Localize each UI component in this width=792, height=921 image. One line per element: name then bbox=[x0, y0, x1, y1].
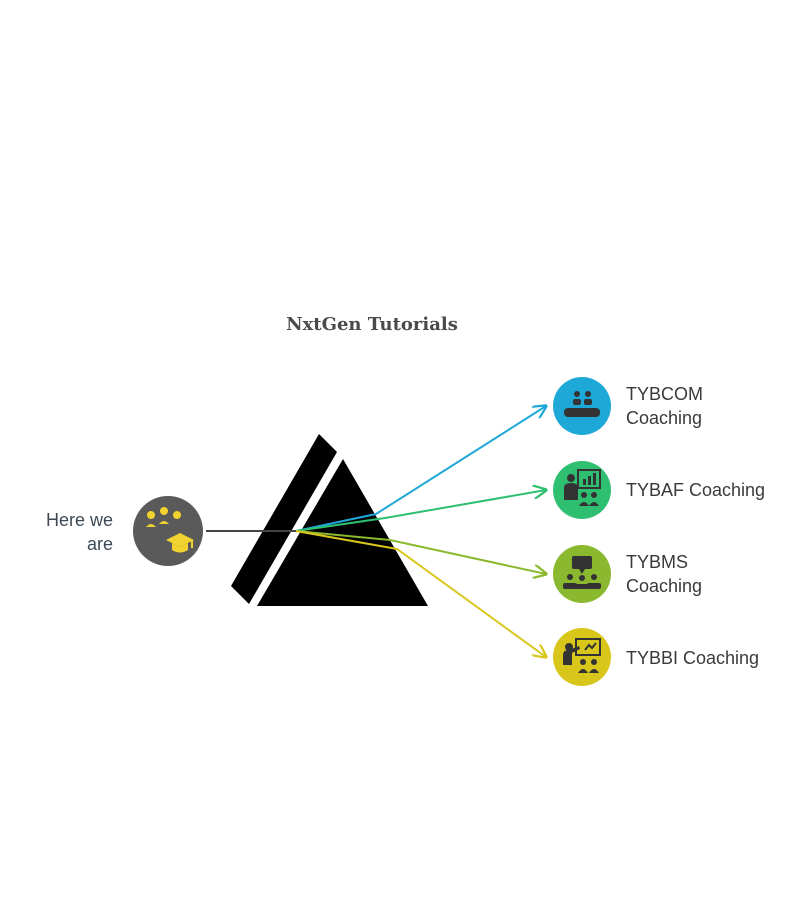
item-node-tybaf bbox=[553, 461, 611, 519]
item-label-tybaf-line1: TYBAF Coaching bbox=[626, 480, 766, 500]
item-label-tybms-line1: TYBMS bbox=[626, 552, 689, 572]
teacher-board-icon bbox=[563, 638, 601, 673]
source-label-line2: are bbox=[86, 534, 113, 554]
item-label-tybms-line2: Coaching bbox=[626, 576, 703, 596]
students-graduation-icon bbox=[146, 507, 194, 553]
beam-arrow-tybaf bbox=[295, 490, 546, 532]
beam-arrow-tybbi bbox=[295, 530, 546, 657]
beam-arrow-tybms bbox=[295, 530, 546, 574]
prism-front-slab bbox=[231, 434, 337, 604]
beam-arrow-tybcom bbox=[295, 406, 546, 532]
source-label-line1: Here we bbox=[45, 510, 113, 530]
item-label-tybms: TYBMS Coaching bbox=[626, 550, 791, 598]
item-label-tybcom: TYBCOM Coaching bbox=[626, 382, 791, 430]
item-label-tybaf: TYBAF Coaching bbox=[626, 478, 791, 502]
item-node-tybms bbox=[553, 545, 611, 603]
item-label-tybcom-line1: TYBCOM bbox=[626, 384, 704, 404]
prism-body bbox=[257, 459, 428, 606]
diagram-title: NxtGen Tutorials bbox=[286, 314, 458, 335]
prism bbox=[231, 434, 428, 606]
item-node-tybcom bbox=[553, 377, 611, 435]
item-label-tybbi-line1: TYBBI Coaching bbox=[626, 648, 760, 668]
presenter-chart-icon bbox=[564, 469, 601, 506]
group-discussion-icon bbox=[563, 556, 601, 589]
item-label-tybcom-line2: Coaching bbox=[626, 408, 703, 428]
item-label-tybbi: TYBBI Coaching bbox=[626, 646, 791, 670]
source-node bbox=[133, 496, 203, 566]
source-label: Here we are bbox=[3, 508, 113, 556]
item-node-tybbi bbox=[553, 628, 611, 686]
seminar-audience-icon bbox=[564, 391, 600, 417]
